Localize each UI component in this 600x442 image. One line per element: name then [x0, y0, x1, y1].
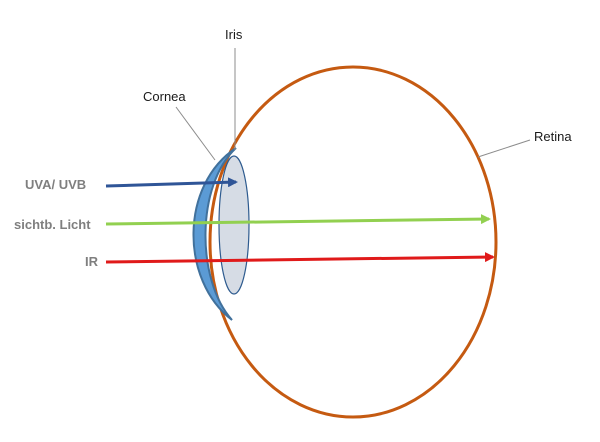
cornea-shape	[192, 147, 237, 321]
ray-visible-arrow	[105, 214, 491, 226]
ray-ir-arrow	[105, 252, 495, 264]
iris-label: Iris	[225, 27, 243, 42]
retina-label: Retina	[534, 129, 572, 144]
ray-visible-label: sichtb. Licht	[14, 217, 91, 232]
ray-ir-label: IR	[85, 254, 99, 269]
iris-lens	[218, 155, 250, 295]
ray-uv-arrow	[105, 177, 238, 188]
eyeball-outline	[208, 65, 498, 419]
retina-leader-line	[477, 139, 531, 158]
ray-uv-label: UVA/ UVB	[25, 177, 86, 192]
cornea-leader-line	[175, 106, 216, 161]
cornea-label: Cornea	[143, 89, 186, 104]
